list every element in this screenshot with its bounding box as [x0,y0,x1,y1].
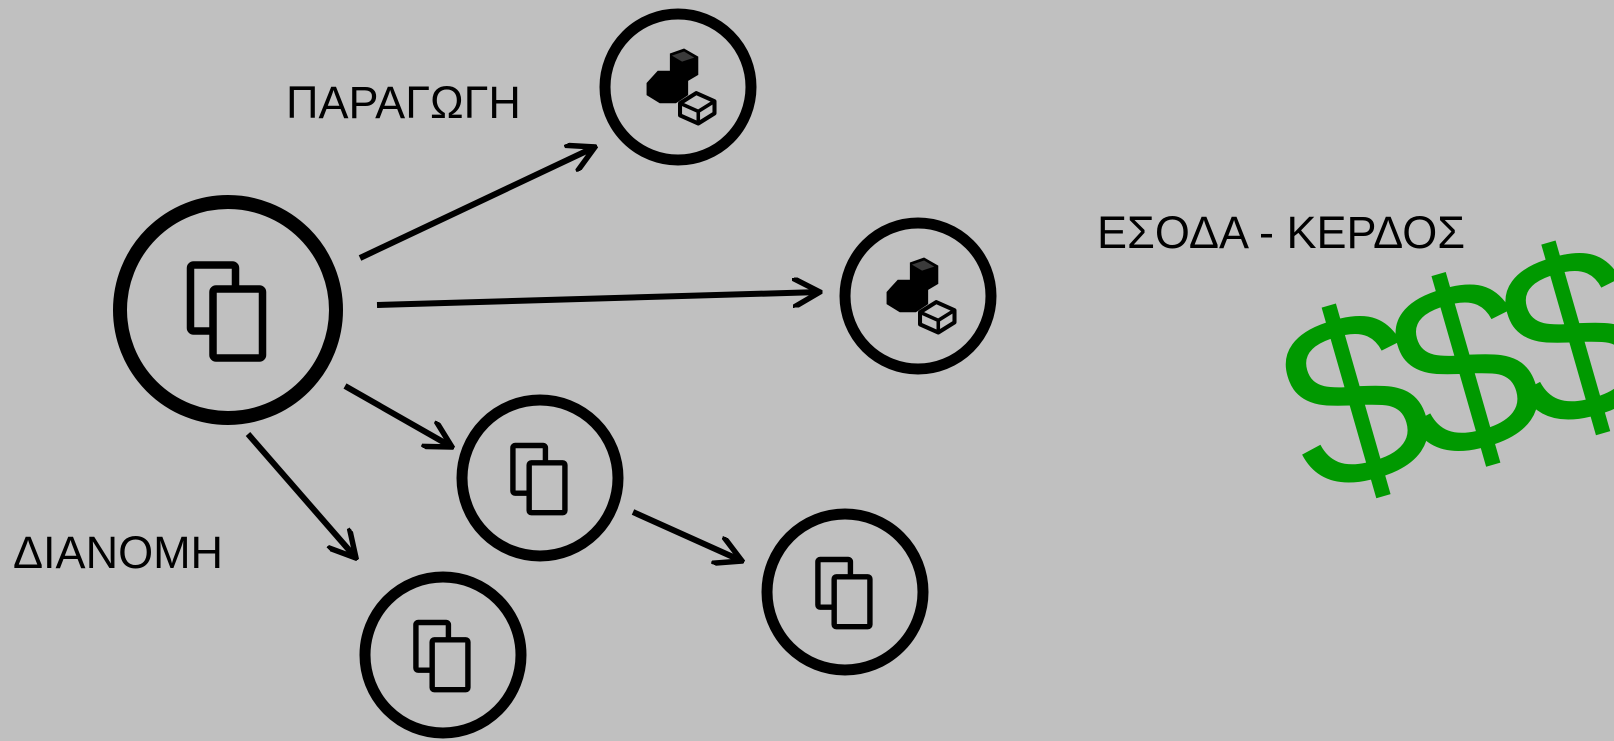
node-copy-3 [359,571,527,739]
node-hub [113,195,343,425]
arrow-hub-to-producer-2 [376,292,820,308]
printer-icon [886,257,957,335]
production-label: ΠΑΡΑΓΩΓΗ [286,77,521,128]
arrow-hub-to-copy-1 [343,383,452,447]
arrow-hub-to-copy-3 [245,432,356,558]
printer-icon [646,48,717,126]
node-copy-1 [456,394,624,562]
income-profit-label: ΕΣΟΔΑ - ΚΕΡΔΟΣ [1097,207,1466,258]
copy-icon [510,442,568,516]
copy-icon [186,261,267,362]
node-copy-2 [761,508,929,676]
node-producer-1 [599,8,757,166]
node-producer-2 [839,217,997,375]
arrow-hub-to-producer-1 [358,147,595,261]
arrow-copy-1-to-copy-2 [631,509,742,561]
distribution-label: ΔΙΑΝΟΜΗ [13,527,224,578]
copy-icon [413,619,471,693]
copy-icon [815,556,873,630]
